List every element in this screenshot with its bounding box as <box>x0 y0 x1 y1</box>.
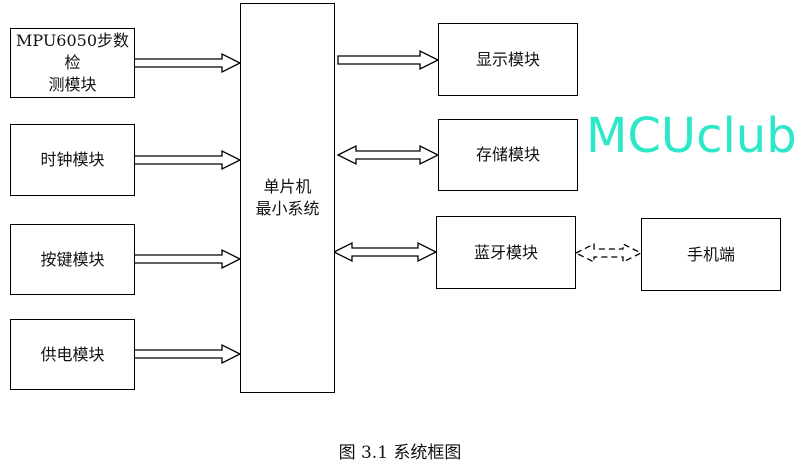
arrow-power-to-mcu <box>133 343 242 365</box>
arrow-mcu-storage <box>336 144 440 166</box>
box-label: MPU6050步数检 <box>15 31 130 72</box>
figure-caption: 图 3.1 系统框图 <box>338 443 462 463</box>
box-label: 显示模块 <box>475 49 540 69</box>
arrow-clock-to-mcu <box>133 149 242 171</box>
box-label: 供电模块 <box>40 344 105 364</box>
display-module-box: 显示模块 <box>438 23 578 96</box>
storage-module-box: 存储模块 <box>438 119 578 191</box>
box-label: 手机端 <box>686 244 735 264</box>
arrow-mpu6050-to-mcu <box>133 52 242 74</box>
clock-module-box: 时钟模块 <box>10 124 135 196</box>
arrow-bluetooth-phone-dashed <box>574 242 643 264</box>
box-label: 蓝牙模块 <box>473 242 538 262</box>
arrow-mcu-to-display <box>337 49 440 71</box>
box-label: 最小系统 <box>255 199 320 218</box>
arrow-mcu-bluetooth <box>332 241 438 263</box>
arrow-key-to-mcu <box>133 248 242 270</box>
box-label: 时钟模块 <box>40 150 105 169</box>
watermark-logo: MCUclub <box>586 108 797 164</box>
mcu-minimum-system-box: 单片机最小系统 <box>240 3 335 393</box>
box-label: 单片机 <box>263 177 312 196</box>
phone-box: 手机端 <box>641 218 781 291</box>
box-label: 存储模块 <box>475 145 540 164</box>
bluetooth-module-box: 蓝牙模块 <box>436 216 576 289</box>
box-label: 按键模块 <box>40 249 105 269</box>
box-label: 测模块 <box>48 75 97 94</box>
key-module-box: 按键模块 <box>10 224 135 295</box>
mpu6050-module-box: MPU6050步数检测模块 <box>10 28 135 98</box>
power-module-box: 供电模块 <box>10 319 135 390</box>
